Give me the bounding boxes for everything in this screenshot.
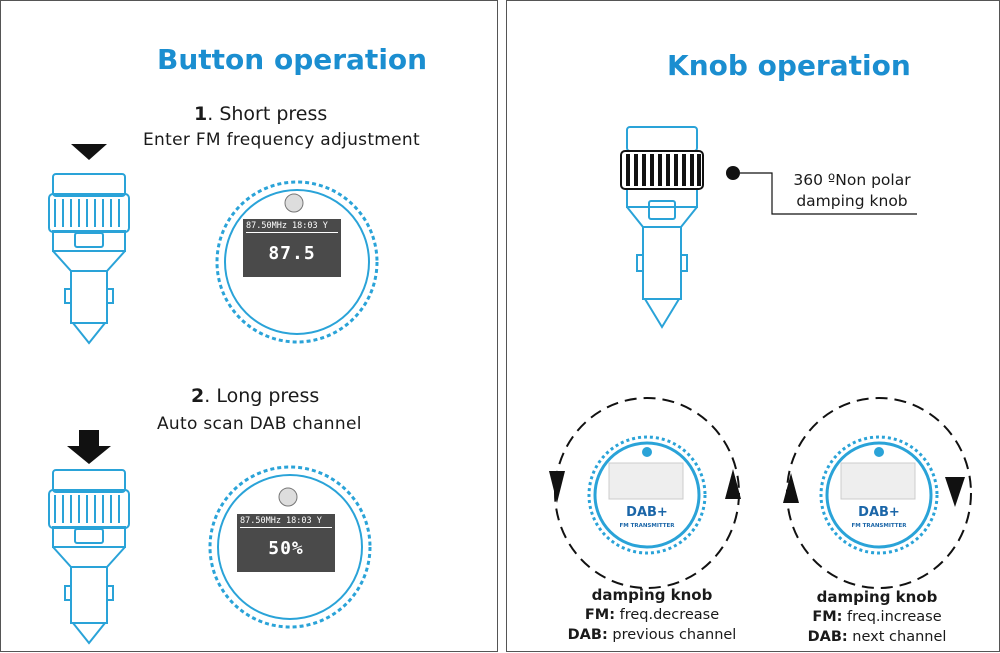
ccw-caption-title: damping knob (591, 586, 713, 604)
ccw-dial-brand: DAB+ (626, 505, 668, 520)
cw-dial-subtitle: FM TRANSMITTER (851, 523, 907, 529)
device-knob-illustration (620, 126, 704, 329)
knob-cw-illustration (783, 397, 972, 589)
ccw-dial-subtitle: FM TRANSMITTER (619, 523, 675, 529)
callout-dot-icon (726, 166, 740, 180)
cw-caption-fm: FM: freq.increase (812, 609, 942, 625)
cw-caption: damping knob FM: freq.increase DAB: next… (797, 587, 957, 647)
ccw-caption-dab: DAB: previous channel (567, 627, 737, 643)
knob-callout-line2: damping knob (796, 192, 908, 210)
dab-scan-dial-illustration (208, 465, 372, 629)
knob-callout-leader (726, 166, 917, 215)
ccw-caption-fm: FM: freq.decrease (584, 607, 720, 623)
fm-dial-illustration (215, 180, 379, 344)
knob-operation-title: Knob operation (667, 49, 911, 82)
lcd-divider (246, 232, 338, 233)
cw-caption-dab: DAB: next channel (807, 629, 947, 645)
step1-number: 1 (194, 103, 208, 125)
lcd-frequency-value: 87.5 (268, 243, 316, 264)
knob-ccw-illustration (549, 397, 741, 589)
step1-heading: 1. Short press (194, 103, 327, 125)
cw-arrow-down-icon (945, 477, 965, 507)
device-short-press-illustration (48, 144, 130, 345)
lcd-screen-dab: 87.50MHz 18:03 Y 50% (237, 514, 335, 572)
step2-label: . Long press (204, 385, 320, 407)
cw-caption-title: damping knob (816, 588, 938, 606)
button-operation-panel: Button operation 1. Short press Enter FM… (0, 0, 498, 652)
big-down-arrow-icon (67, 430, 111, 464)
knob-operation-panel: Knob operation 360 ºNon polar damping kn… (506, 0, 1000, 652)
cw-arrow-up-icon (783, 473, 799, 503)
lcd-status-bar: 87.50MHz 18:03 Y (240, 516, 322, 526)
lcd-divider (240, 527, 332, 528)
button-operation-title: Button operation (157, 43, 428, 76)
lcd-status-bar: 87.50MHz 18:03 Y (246, 221, 328, 231)
cw-dial-brand: DAB+ (858, 505, 900, 520)
lcd-screen-fm: 87.50MHz 18:03 Y 87.5 (243, 219, 341, 277)
ccw-caption: damping knob FM: freq.decrease DAB: prev… (567, 585, 737, 645)
knob-callout-text: 360 ºNon polar damping knob (782, 170, 922, 212)
device-long-press-illustration (48, 430, 130, 645)
ccw-arrow-down-icon (549, 471, 565, 503)
step2-heading: 2. Long press (191, 385, 319, 407)
step2-number: 2 (191, 385, 205, 407)
knob-callout-line1: 360 ºNon polar (793, 171, 911, 189)
lcd-scan-progress: 50% (268, 538, 304, 559)
step1-description: Enter FM frequency adjustment (143, 130, 420, 150)
step1-label: . Short press (207, 103, 328, 125)
small-down-arrow-icon (71, 144, 107, 160)
ccw-arrow-up-icon (725, 469, 741, 499)
step2-description: Auto scan DAB channel (157, 414, 362, 434)
